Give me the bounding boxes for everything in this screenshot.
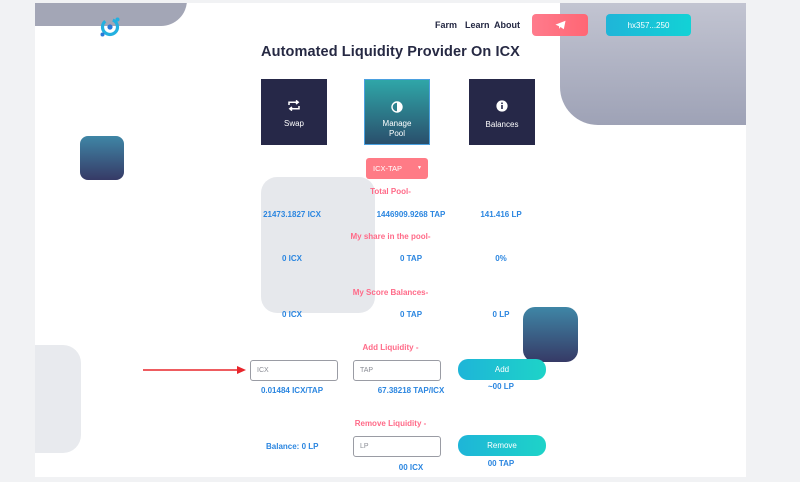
score-balance-lp: 0 LP [492,310,510,319]
my-share-percent: 0% [495,254,507,263]
tab-swap-label: Swap [283,119,304,128]
nav-farm[interactable]: Farm [435,20,458,30]
tap-amount-input[interactable] [353,360,441,381]
total-pool-icx: 21473.1827 ICX [263,210,321,219]
my-share-icx: 0 ICX [281,254,302,263]
paper-plane-icon [554,20,566,30]
page-title: Automated Liquidity Provider On ICX [261,44,520,60]
remove-tap-output: 00 TAP [487,459,515,468]
info-icon [496,100,508,112]
lp-balance: Balance: 0 LP [266,442,319,451]
swap-icon [288,100,300,111]
remove-liquidity-heading: Remove Liquidity - [354,419,427,428]
pool-select[interactable]: ICX-TAP ▼ [366,158,428,179]
tab-manage-pool-label: Manage Pool [382,119,412,138]
app-page: Farm Learn About hx357...250 Automated L… [35,3,746,477]
add-liquidity-button[interactable]: Add [458,359,546,380]
my-share-tap: 0 TAP [399,254,423,263]
nav-about[interactable]: About [494,20,520,30]
tab-manage-pool[interactable]: Manage Pool [364,79,430,145]
tab-swap[interactable]: Swap [261,79,327,145]
chevron-down-icon: ▼ [417,165,422,171]
total-pool-tap: 1446909.9268 TAP [376,210,446,219]
add-liquidity-heading: Add Liquidity - [362,343,419,352]
total-pool-heading: Total Pool- [370,187,411,196]
annotation-arrow-icon [143,366,246,374]
decorative-square-right [523,307,578,362]
lp-estimate: ~00 LP [487,382,514,391]
contrast-icon [391,101,403,113]
decorative-glass-panel [261,177,375,313]
my-share-heading: My share in the pool- [350,232,431,241]
score-balance-icx: 0 ICX [281,310,302,319]
remove-liquidity-button[interactable]: Remove [458,435,546,456]
rate-tap-per-icx: 67.38218 TAP/ICX [377,386,445,395]
remove-icx-output: 00 ICX [398,463,424,472]
icx-amount-input[interactable] [250,360,338,381]
wallet-address-button[interactable]: hx357...250 [606,14,691,36]
decorative-shape-top-left [35,3,187,26]
nav-learn[interactable]: Learn [465,20,490,30]
lp-amount-input[interactable] [353,436,441,457]
decorative-shape-bottom-left [35,345,81,453]
score-balance-tap: 0 TAP [399,310,423,319]
tab-balances[interactable]: Balances [469,79,535,145]
logo-icon[interactable] [98,15,122,39]
score-balances-heading: My Score Balances- [352,288,429,297]
tab-balances-label: Balances [485,120,519,129]
total-pool-lp: 141.416 LP [480,210,522,219]
pool-select-value: ICX-TAP [373,164,403,173]
rate-icx-per-tap: 0.01484 ICX/TAP [260,386,324,395]
telegram-button[interactable] [532,14,588,36]
decorative-square-left [80,136,124,180]
